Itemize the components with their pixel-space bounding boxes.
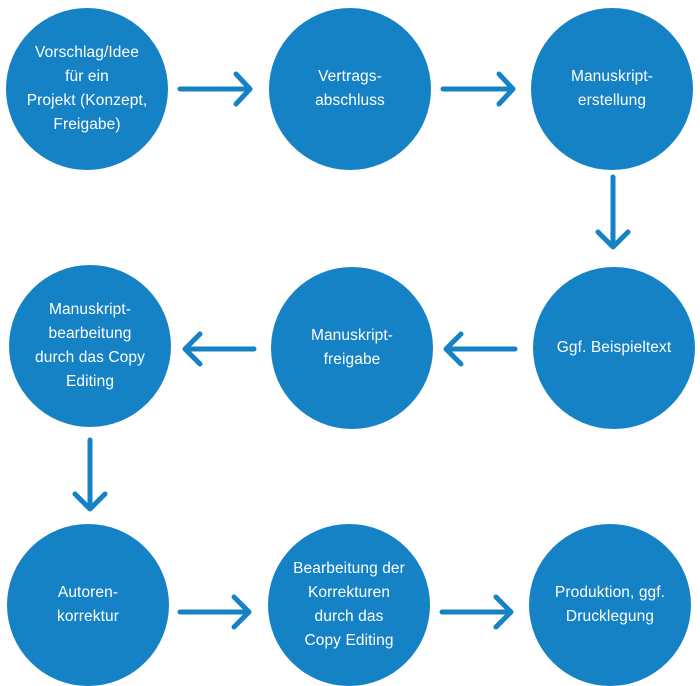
step-node-vertragsabschluss: Vertrags- abschluss bbox=[269, 8, 431, 170]
arrow-down-icon bbox=[72, 437, 108, 512]
step-label: Vorschlag/Idee für ein Projekt (Konzept,… bbox=[26, 44, 148, 133]
step-node-manuskriptbearbeitung: Manuskript- bearbeitung durch das Copy E… bbox=[9, 265, 171, 427]
step-node-vorschlag-idee: Vorschlag/Idee für ein Projekt (Konzept,… bbox=[6, 8, 168, 170]
step-label: Manuskript- bearbeitung durch das Copy E… bbox=[35, 301, 145, 390]
step-label: Manuskript- erstellung bbox=[570, 68, 654, 109]
arrow-left-icon bbox=[443, 331, 518, 367]
step-node-autorenkorrektur: Autoren- korrektur bbox=[7, 524, 169, 686]
step-node-produktion: Produktion, ggf. Drucklegung bbox=[529, 524, 691, 686]
arrow-left-icon bbox=[182, 331, 257, 367]
arrow-right-icon bbox=[177, 594, 252, 630]
step-label: Autoren- korrektur bbox=[56, 584, 120, 625]
step-node-manuskriptfreigabe: Manuskript- freigabe bbox=[271, 267, 433, 429]
step-label: Produktion, ggf. Drucklegung bbox=[554, 584, 666, 625]
step-node-beispieltext: Ggf. Beispieltext bbox=[533, 267, 695, 429]
step-node-bearbeitung-korrekturen: Bearbeitung der Korrekturen durch das Co… bbox=[268, 524, 430, 686]
step-label: Bearbeitung der Korrekturen durch das Co… bbox=[293, 560, 405, 649]
step-label: Vertrags- abschluss bbox=[315, 68, 385, 109]
arrow-right-icon bbox=[440, 71, 516, 107]
step-node-manuskripterstellung: Manuskript- erstellung bbox=[531, 8, 693, 170]
step-label: Ggf. Beispieltext bbox=[556, 339, 672, 356]
arrow-down-icon bbox=[595, 174, 631, 250]
arrow-right-icon bbox=[439, 594, 514, 630]
step-label: Manuskript- freigabe bbox=[310, 327, 394, 368]
arrow-right-icon bbox=[177, 71, 253, 107]
